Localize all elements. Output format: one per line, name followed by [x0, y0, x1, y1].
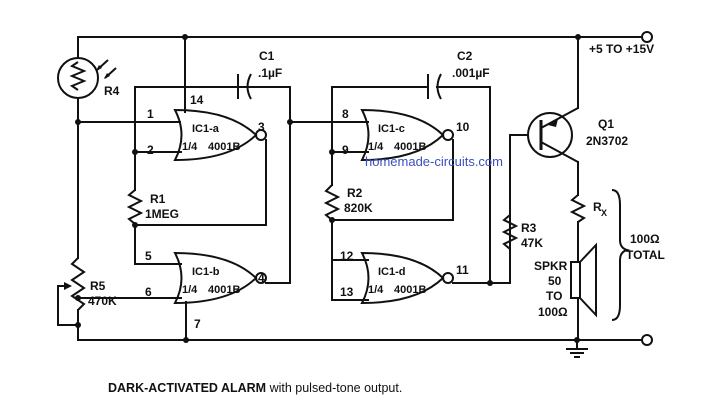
ic1d-frac: 1/4	[368, 284, 384, 296]
c2-capacitor	[331, 73, 491, 284]
caption: DARK-ACTIVATED ALARM with pulsed-tone ou…	[108, 381, 402, 395]
ic1a-pin2: 2	[147, 143, 154, 157]
r3-label: R3	[521, 221, 537, 235]
ic1b-pin7: 7	[194, 317, 201, 331]
ic1c-nor-gate	[360, 108, 454, 162]
supply-label: +5 TO +15V	[589, 42, 654, 56]
ic1b-name: IC1-b	[192, 266, 220, 278]
ic1d-pin11: 11	[456, 263, 469, 277]
ic1c-pin9: 9	[342, 143, 349, 157]
rx-label: R	[593, 200, 602, 214]
rx-subscript: X	[601, 208, 607, 218]
ic1b-pin5: 5	[145, 249, 152, 263]
ic1a-pin3: 3	[258, 120, 265, 134]
r2-label: R2	[347, 186, 363, 200]
c2-label: C2	[457, 49, 473, 63]
ic1a-nor-gate	[173, 108, 267, 162]
ic1b-part: 4001B	[208, 284, 240, 296]
speaker	[570, 242, 597, 341]
total-label: TOTAL	[626, 248, 665, 262]
r3-resistor	[501, 134, 529, 284]
c1-label: C1	[259, 49, 275, 63]
r1-value: 1MEG	[145, 207, 179, 221]
total-value: 100Ω	[630, 232, 660, 246]
r5-potentiometer	[57, 257, 86, 341]
r3-value: 47K	[521, 236, 543, 250]
r1-label: R1	[150, 192, 166, 206]
ic1a-pin1: 1	[147, 107, 154, 121]
c1-value: .1µF	[258, 66, 282, 80]
ic1a-pin14: 14	[190, 93, 204, 107]
spkr-v1: 50	[548, 274, 562, 288]
ic1b-pin4: 4	[258, 271, 265, 285]
q1-part: 2N3702	[586, 134, 628, 148]
ic1a-name: IC1-a	[192, 123, 220, 135]
r5-label: R5	[90, 279, 106, 293]
r4-photoresistor	[57, 36, 117, 123]
ic1d-nor-gate	[360, 251, 454, 305]
r2-value: 820K	[344, 201, 373, 215]
r5-value: 470K	[88, 294, 117, 308]
ic1d-pin13: 13	[340, 285, 354, 299]
ground-rail	[77, 334, 653, 346]
supply-rail	[77, 31, 653, 43]
rx-resistor	[569, 194, 587, 251]
c1-capacitor	[134, 73, 291, 100]
ic1c-part: 4001B	[394, 141, 426, 153]
spkr-v2: 100Ω	[538, 305, 568, 319]
spkr-label: SPKR	[534, 259, 568, 273]
q1-label: Q1	[598, 117, 614, 131]
ic1b-frac: 1/4	[182, 284, 198, 296]
ic1d-part: 4001B	[394, 284, 426, 296]
caption-rest: with pulsed-tone output.	[266, 381, 402, 395]
c2-value: .001µF	[452, 66, 490, 80]
ic1b-nor-gate	[173, 251, 267, 305]
ground-symbol	[566, 339, 588, 358]
q1-transistor	[527, 36, 579, 196]
ic1c-frac: 1/4	[368, 141, 384, 153]
ic1c-pin8: 8	[342, 107, 349, 121]
caption-bold: DARK-ACTIVATED ALARM	[108, 381, 266, 395]
ic1a-part: 4001B	[208, 141, 240, 153]
ic1c-name: IC1-c	[378, 123, 405, 135]
spkr-to: TO	[546, 289, 562, 303]
ic1c-pin10: 10	[456, 120, 470, 134]
total-brace	[611, 189, 631, 321]
watermark-text: homemade-circuits.com	[365, 154, 503, 169]
ic1d-name: IC1-d	[378, 266, 406, 278]
ic1b-pin6: 6	[145, 285, 152, 299]
ic1a-frac: 1/4	[182, 141, 198, 153]
r4-label: R4	[104, 84, 120, 98]
